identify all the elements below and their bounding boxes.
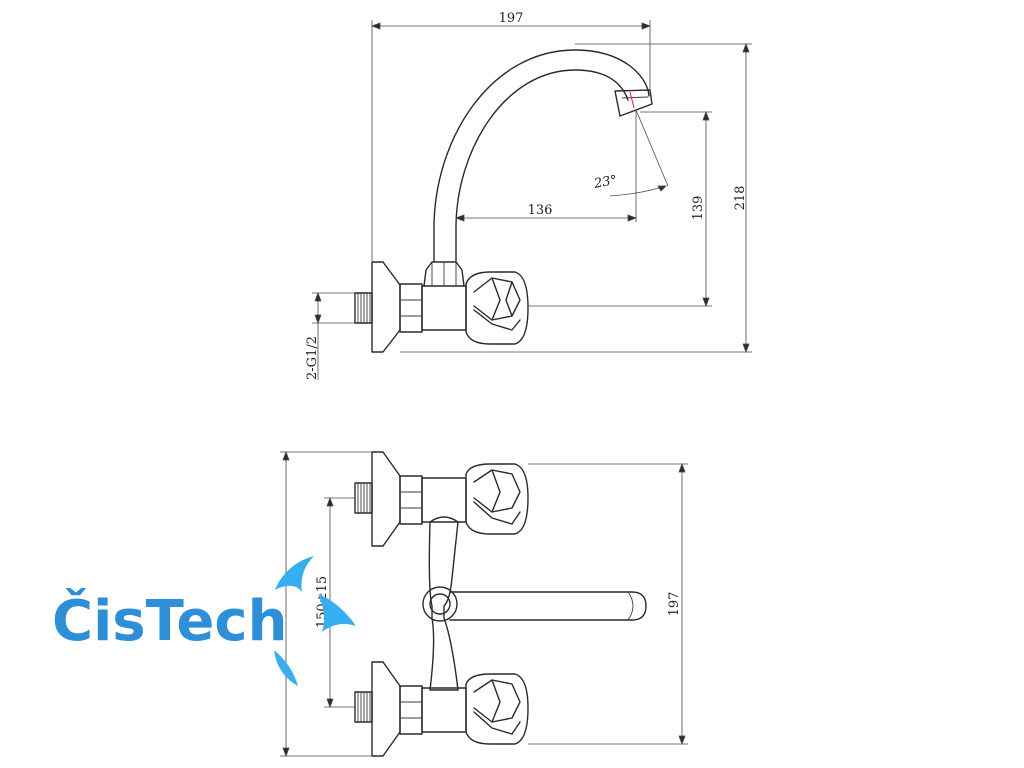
valve-body — [421, 285, 467, 331]
dim-bottom-width — [528, 462, 688, 746]
aerator — [614, 89, 653, 117]
dim-top-width-label: 197 — [499, 11, 524, 26]
logo-swoosh-bottom — [274, 650, 298, 686]
side-view: 197 218 139 136 — [305, 11, 752, 380]
threaded-connector — [354, 292, 373, 324]
mixer-body — [428, 516, 459, 691]
dim-total-height-label: 218 — [733, 186, 748, 211]
upper-handle — [465, 463, 529, 535]
handle-facets — [473, 277, 521, 331]
hex-nut — [399, 283, 423, 333]
spout-base-inner — [429, 593, 451, 615]
dim-thread-label: 2-G1/2 — [305, 336, 320, 380]
dim-spout-reach — [454, 110, 638, 222]
valve-handle — [465, 271, 529, 345]
front-view: 150±15 197 — [280, 450, 688, 758]
wall-flange — [371, 261, 401, 353]
logo-swoosh-right — [318, 594, 356, 632]
lower-flange — [371, 661, 401, 757]
spout-base-outer — [422, 586, 458, 622]
dim-top-width — [370, 20, 652, 262]
logo-text: ČisTech — [52, 589, 287, 654]
cistech-logo: ČisTech — [52, 556, 356, 686]
logo-swoosh-top — [275, 556, 314, 592]
dim-spout-height — [528, 110, 712, 308]
spout-arm — [449, 591, 647, 621]
dim-swivel-angle-label: 23° — [592, 173, 618, 192]
dim-swivel-angle — [609, 109, 669, 197]
spout-tube — [433, 49, 650, 263]
dim-total-height — [400, 42, 752, 354]
dim-thread — [312, 291, 355, 380]
dim-spout-height-label: 139 — [691, 196, 706, 221]
dim-bottom-width-label: 197 — [667, 592, 682, 617]
upper-flange — [371, 451, 401, 547]
lower-handle — [465, 673, 529, 745]
dim-overall-left — [280, 450, 372, 758]
thread-lines — [357, 293, 371, 323]
dim-spout-reach-label: 136 — [528, 203, 553, 218]
